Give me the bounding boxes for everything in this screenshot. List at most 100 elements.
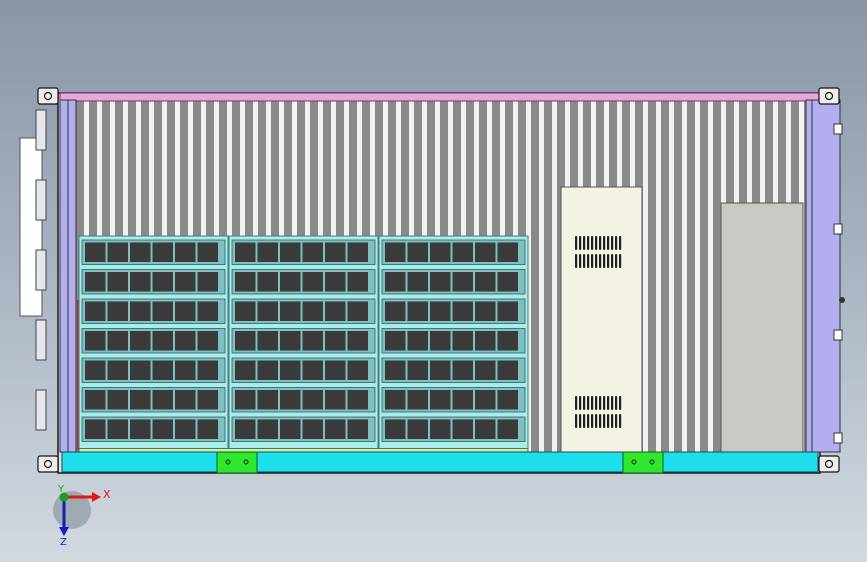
drive-slot [475, 301, 496, 321]
psu-vent-slot [595, 396, 598, 410]
drive-slot [257, 390, 278, 410]
psu-vent-slot [611, 236, 614, 250]
psu-vent-slot [587, 236, 590, 250]
drive-slot [197, 390, 218, 410]
right-panel-clip [833, 329, 843, 341]
psu-vent-slot [603, 414, 606, 428]
drive-slot [130, 331, 151, 351]
drive-slot [107, 272, 128, 292]
drive-slot [175, 360, 196, 380]
drive-slot [280, 360, 301, 380]
right-panel-screw [839, 297, 845, 303]
drive-slot [430, 419, 451, 439]
drive-slot [385, 242, 406, 262]
top-rail [59, 92, 821, 102]
z-axis-label: Z [60, 537, 67, 548]
psu-vent-slot [579, 254, 582, 268]
heatsink-fin [700, 100, 708, 452]
heatsink-fin-gap [682, 100, 687, 452]
drive-slot [85, 390, 106, 410]
psu-vent-slot [587, 414, 590, 428]
drive-slot [430, 242, 451, 262]
psu-vent-slot [575, 414, 578, 428]
drive-slot [325, 242, 346, 262]
drive-slot [497, 419, 518, 439]
drive-slot [452, 242, 473, 262]
drive-slot [85, 272, 106, 292]
drive-slot [347, 390, 368, 410]
drive-slot [280, 272, 301, 292]
corner-lug-hole [824, 91, 834, 101]
right-side-panel [805, 99, 845, 453]
drive-slot [385, 272, 406, 292]
drive-slot [175, 272, 196, 292]
drive-slot [407, 331, 428, 351]
drive-slot [407, 419, 428, 439]
drive-slot [452, 301, 473, 321]
drive-slot [85, 360, 106, 380]
psu-vent-slot [579, 236, 582, 250]
drive-slot [325, 390, 346, 410]
base-rail [61, 451, 819, 473]
psu-vent-slot [595, 236, 598, 250]
heatsink-fin [713, 100, 721, 452]
power-supply-unit [560, 186, 643, 454]
base-bracket [622, 451, 664, 474]
psu-vent-slot [599, 254, 602, 268]
heatsink-fin [674, 100, 682, 452]
drive-slot [175, 301, 196, 321]
drive-slot [235, 301, 256, 321]
drive-slot [235, 331, 256, 351]
psu-vent-slot [583, 396, 586, 410]
drive-slot [257, 272, 278, 292]
heatsink-fin-gap [656, 100, 661, 452]
psu-vent-slot [583, 414, 586, 428]
right-panel-clip [833, 432, 843, 444]
drive-slot [475, 272, 496, 292]
drive-slot [235, 242, 256, 262]
drive-slot [130, 390, 151, 410]
right-module-box [720, 202, 804, 454]
psu-vent-slot [603, 236, 606, 250]
drive-slot [107, 360, 128, 380]
drive-slot [430, 331, 451, 351]
drive-slot [235, 390, 256, 410]
drive-slot [302, 390, 323, 410]
psu-vent-slot [599, 414, 602, 428]
psu-vent-slot [607, 396, 610, 410]
drive-slot [325, 272, 346, 292]
drive-slot [85, 419, 106, 439]
heatsink-fin-gap [643, 100, 648, 452]
drive-slot [152, 301, 173, 321]
drive-slot [107, 331, 128, 351]
psu-vent-slot [611, 414, 614, 428]
drive-slot [325, 301, 346, 321]
drive-slot [152, 272, 173, 292]
psu-vent-slot [583, 254, 586, 268]
base-bracket [216, 451, 258, 474]
drive-slot [257, 301, 278, 321]
drive-slot [85, 301, 106, 321]
drive-slot [430, 360, 451, 380]
drive-slot [152, 242, 173, 262]
drive-slot [452, 331, 473, 351]
drive-slot [280, 301, 301, 321]
psu-vent-slot [619, 254, 622, 268]
x-axis-label: X [103, 488, 111, 501]
right-module-body [720, 202, 804, 454]
drive-slot [302, 272, 323, 292]
drive-slot [347, 419, 368, 439]
corner-mounting-lugs [37, 87, 840, 473]
heatsink-fin [687, 100, 695, 452]
psu-body [560, 186, 643, 454]
drive-slot [407, 301, 428, 321]
psu-vent-slot [615, 254, 618, 268]
drive-slot [347, 331, 368, 351]
drive-slot [407, 242, 428, 262]
drive-slot [235, 360, 256, 380]
drive-slot [175, 390, 196, 410]
left-side-panel [59, 99, 79, 453]
psu-vent-slot [575, 254, 578, 268]
heatsink-fin [648, 100, 656, 452]
drive-slot [107, 419, 128, 439]
